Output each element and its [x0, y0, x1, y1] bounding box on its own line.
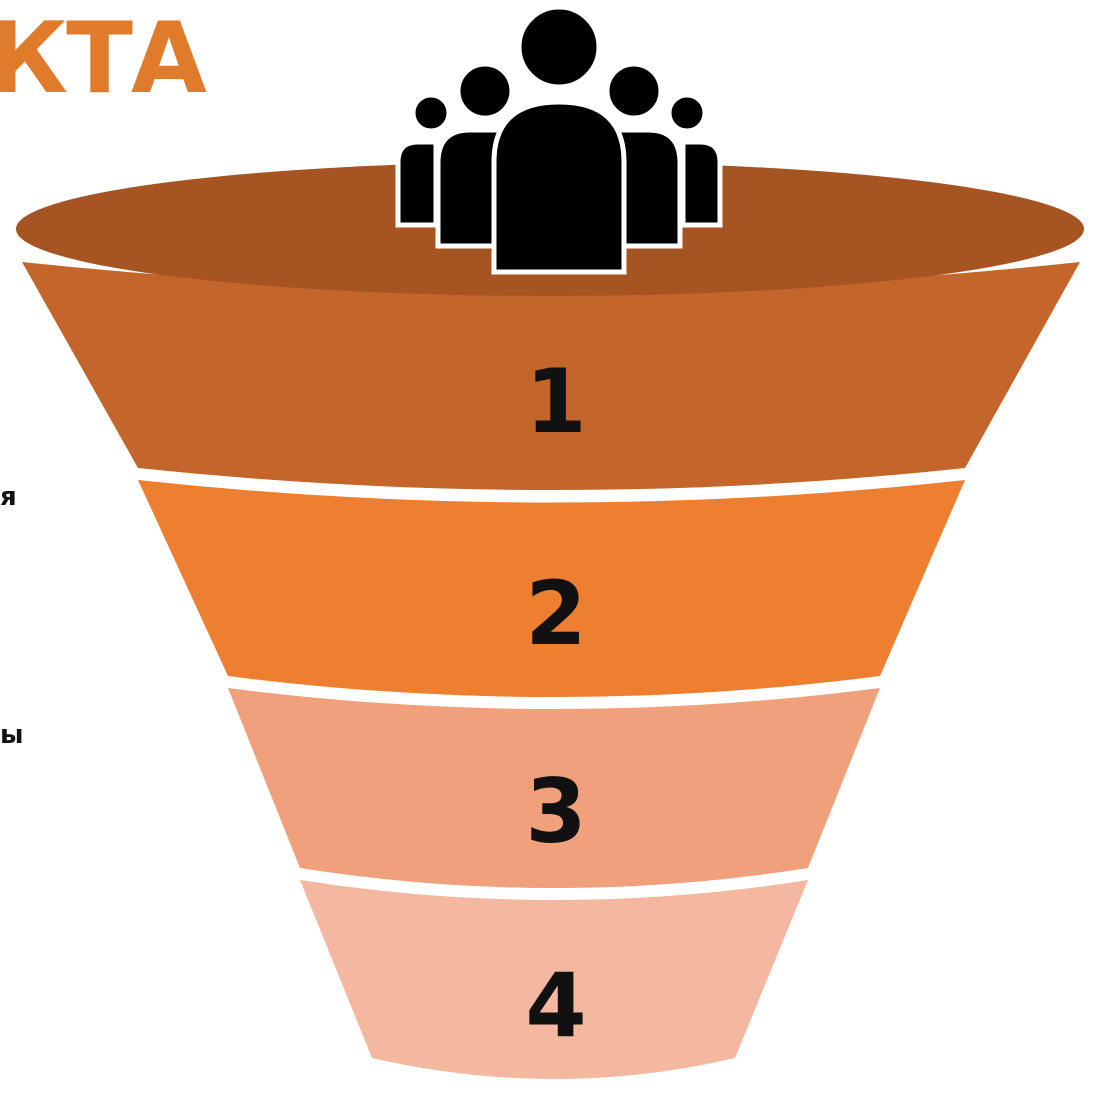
- funnel-stage-2: [138, 480, 965, 697]
- side-text-fragment: я: [0, 482, 17, 512]
- funnel-stage-2-label: 2: [525, 562, 586, 665]
- funnel-stage-3: [228, 688, 880, 888]
- funnel-stage-3-label: 3: [525, 760, 586, 863]
- funnel-stage-1: [22, 262, 1080, 490]
- funnel-stage-4-label: 4: [525, 954, 586, 1057]
- side-text-fragment: ы: [0, 720, 24, 750]
- page-title: КТА: [0, 2, 207, 116]
- funnel-stage-1-label: 1: [525, 350, 586, 453]
- people-group-icon: [395, 4, 723, 275]
- funnel-stage-4: [300, 880, 808, 1079]
